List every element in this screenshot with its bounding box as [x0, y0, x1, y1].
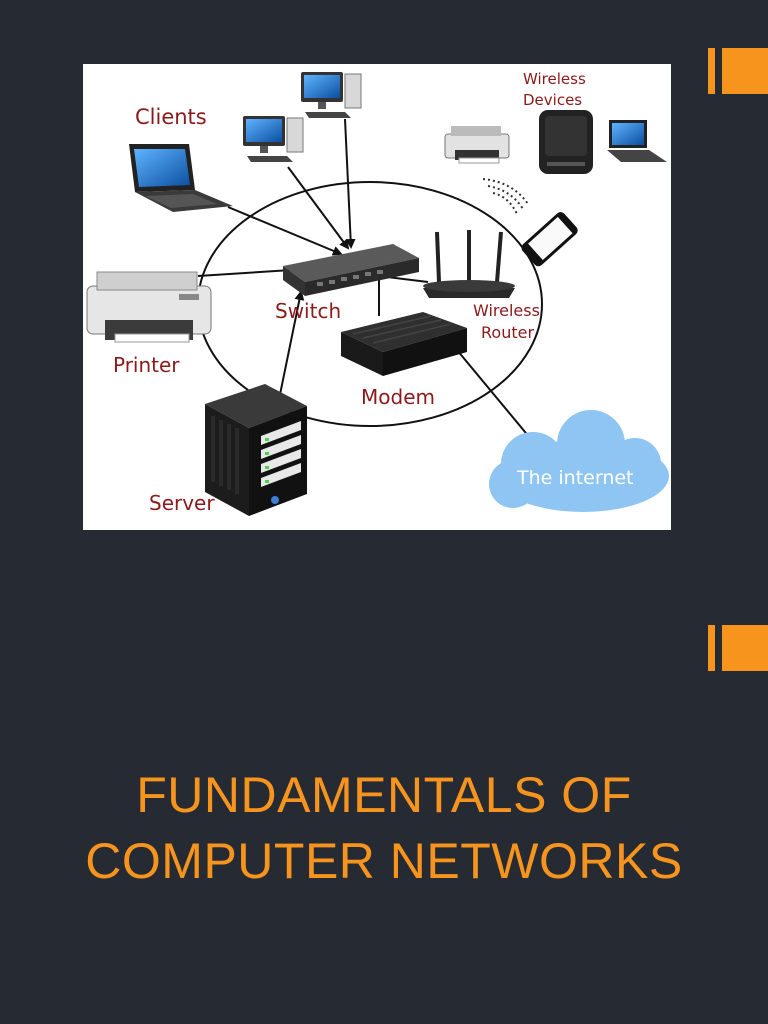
printer-icon	[444, 126, 510, 164]
modem-icon	[341, 312, 467, 376]
wireless-router-icon	[423, 230, 515, 298]
cloud-icon	[489, 410, 669, 512]
speaker-icon	[539, 110, 593, 174]
wireless-devices-label-line1: Wireless	[523, 70, 586, 88]
desktop-computer-icon	[243, 116, 304, 162]
server-icon	[205, 384, 307, 516]
wireless-signal-icon	[482, 178, 529, 215]
slide-title-line1: FUNDAMENTALS OF	[136, 767, 632, 823]
laptop-icon	[607, 120, 667, 162]
wireless-router-label-line2: Router	[481, 323, 534, 342]
printer-label: Printer	[113, 353, 180, 377]
internet-label: The internet	[516, 467, 634, 489]
switch-label: Switch	[275, 299, 341, 323]
smartphone-icon	[521, 212, 578, 267]
accent-bar-top	[708, 48, 768, 94]
printer-icon	[86, 271, 212, 343]
clients-label: Clients	[135, 105, 207, 129]
accent-bar-middle	[708, 625, 768, 671]
wireless-router-label-line1: Wireless	[473, 301, 540, 320]
laptop-icon	[129, 144, 233, 212]
switch-icon	[283, 244, 419, 296]
modem-label: Modem	[361, 385, 435, 409]
slide-title-line2: COMPUTER NETWORKS	[85, 833, 683, 889]
server-label: Server	[149, 491, 215, 515]
network-diagram: Clients Wireless Devices Printer Switch …	[83, 64, 671, 530]
wireless-devices-label-line2: Devices	[523, 91, 582, 109]
desktop-computer-icon	[301, 72, 362, 118]
